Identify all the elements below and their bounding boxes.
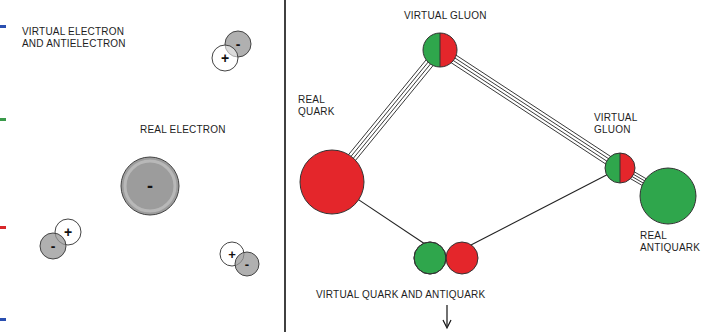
circle-outline (413, 241, 479, 275)
particle-label: VIRTUAL QUARK AND ANTIQUARK (316, 289, 485, 301)
particle-label: REAL ANTIQUARK (640, 230, 702, 254)
charge-sign: + (64, 225, 72, 239)
connector-strand (455, 54, 612, 157)
particle-label: VIRTUAL GLUON (594, 112, 644, 136)
particle-circle: VIRTUAL QUARK AND ANTIQUARK (413, 241, 479, 275)
charge-sign: - (236, 37, 241, 51)
edge-tick (0, 118, 6, 121)
connector-strand (450, 62, 607, 165)
connector-strand (354, 64, 434, 161)
quark-line (357, 199, 428, 247)
edge-tick (0, 226, 6, 229)
connector-strand (357, 199, 428, 247)
gluon-tube (348, 59, 434, 162)
gluon-tube (450, 54, 612, 164)
connector-strand (352, 63, 432, 160)
charge-sign: - (51, 239, 56, 253)
particle-circle: REAL QUARK (299, 149, 365, 215)
caption-label: VIRTUAL ELECTRON AND ANTIELECTRON (22, 26, 134, 50)
circle-outline (422, 32, 458, 68)
edge-tick (0, 25, 6, 28)
particle-label: REAL QUARK (298, 94, 344, 118)
particle-circle: VIRTUAL GLUON (422, 32, 458, 68)
charge-sign: - (245, 258, 249, 271)
connector-strand (629, 178, 643, 186)
particle-label: REAL ELECTRON (140, 124, 226, 136)
charge-sign: + (228, 248, 236, 261)
edge-tick (0, 318, 6, 321)
divider-line (284, 0, 286, 332)
circle-outline (299, 149, 365, 215)
charge-sign: - (147, 177, 153, 195)
particle-circle: VIRTUAL GLUON (604, 152, 636, 184)
particle-circle: - (39, 232, 67, 260)
quark-line (467, 174, 609, 247)
charge-sign: + (221, 51, 229, 65)
particle-circle: REAL ELECTRON- (120, 156, 180, 216)
pointer-arrow (446, 305, 447, 326)
particle-circle: REAL ANTIQUARK (639, 167, 697, 225)
circle-outline (639, 167, 697, 225)
connector-strand (452, 59, 609, 162)
connector-strand (350, 61, 430, 158)
particle-label: VIRTUAL GLUON (404, 10, 487, 22)
circle-outline (604, 152, 636, 184)
particle-circle: - (234, 251, 260, 277)
particle-circle: + (211, 44, 239, 72)
pointer-arrow (443, 320, 451, 328)
connector-strand (467, 174, 609, 247)
connector-strand (453, 57, 610, 160)
connector-strand (348, 59, 428, 156)
